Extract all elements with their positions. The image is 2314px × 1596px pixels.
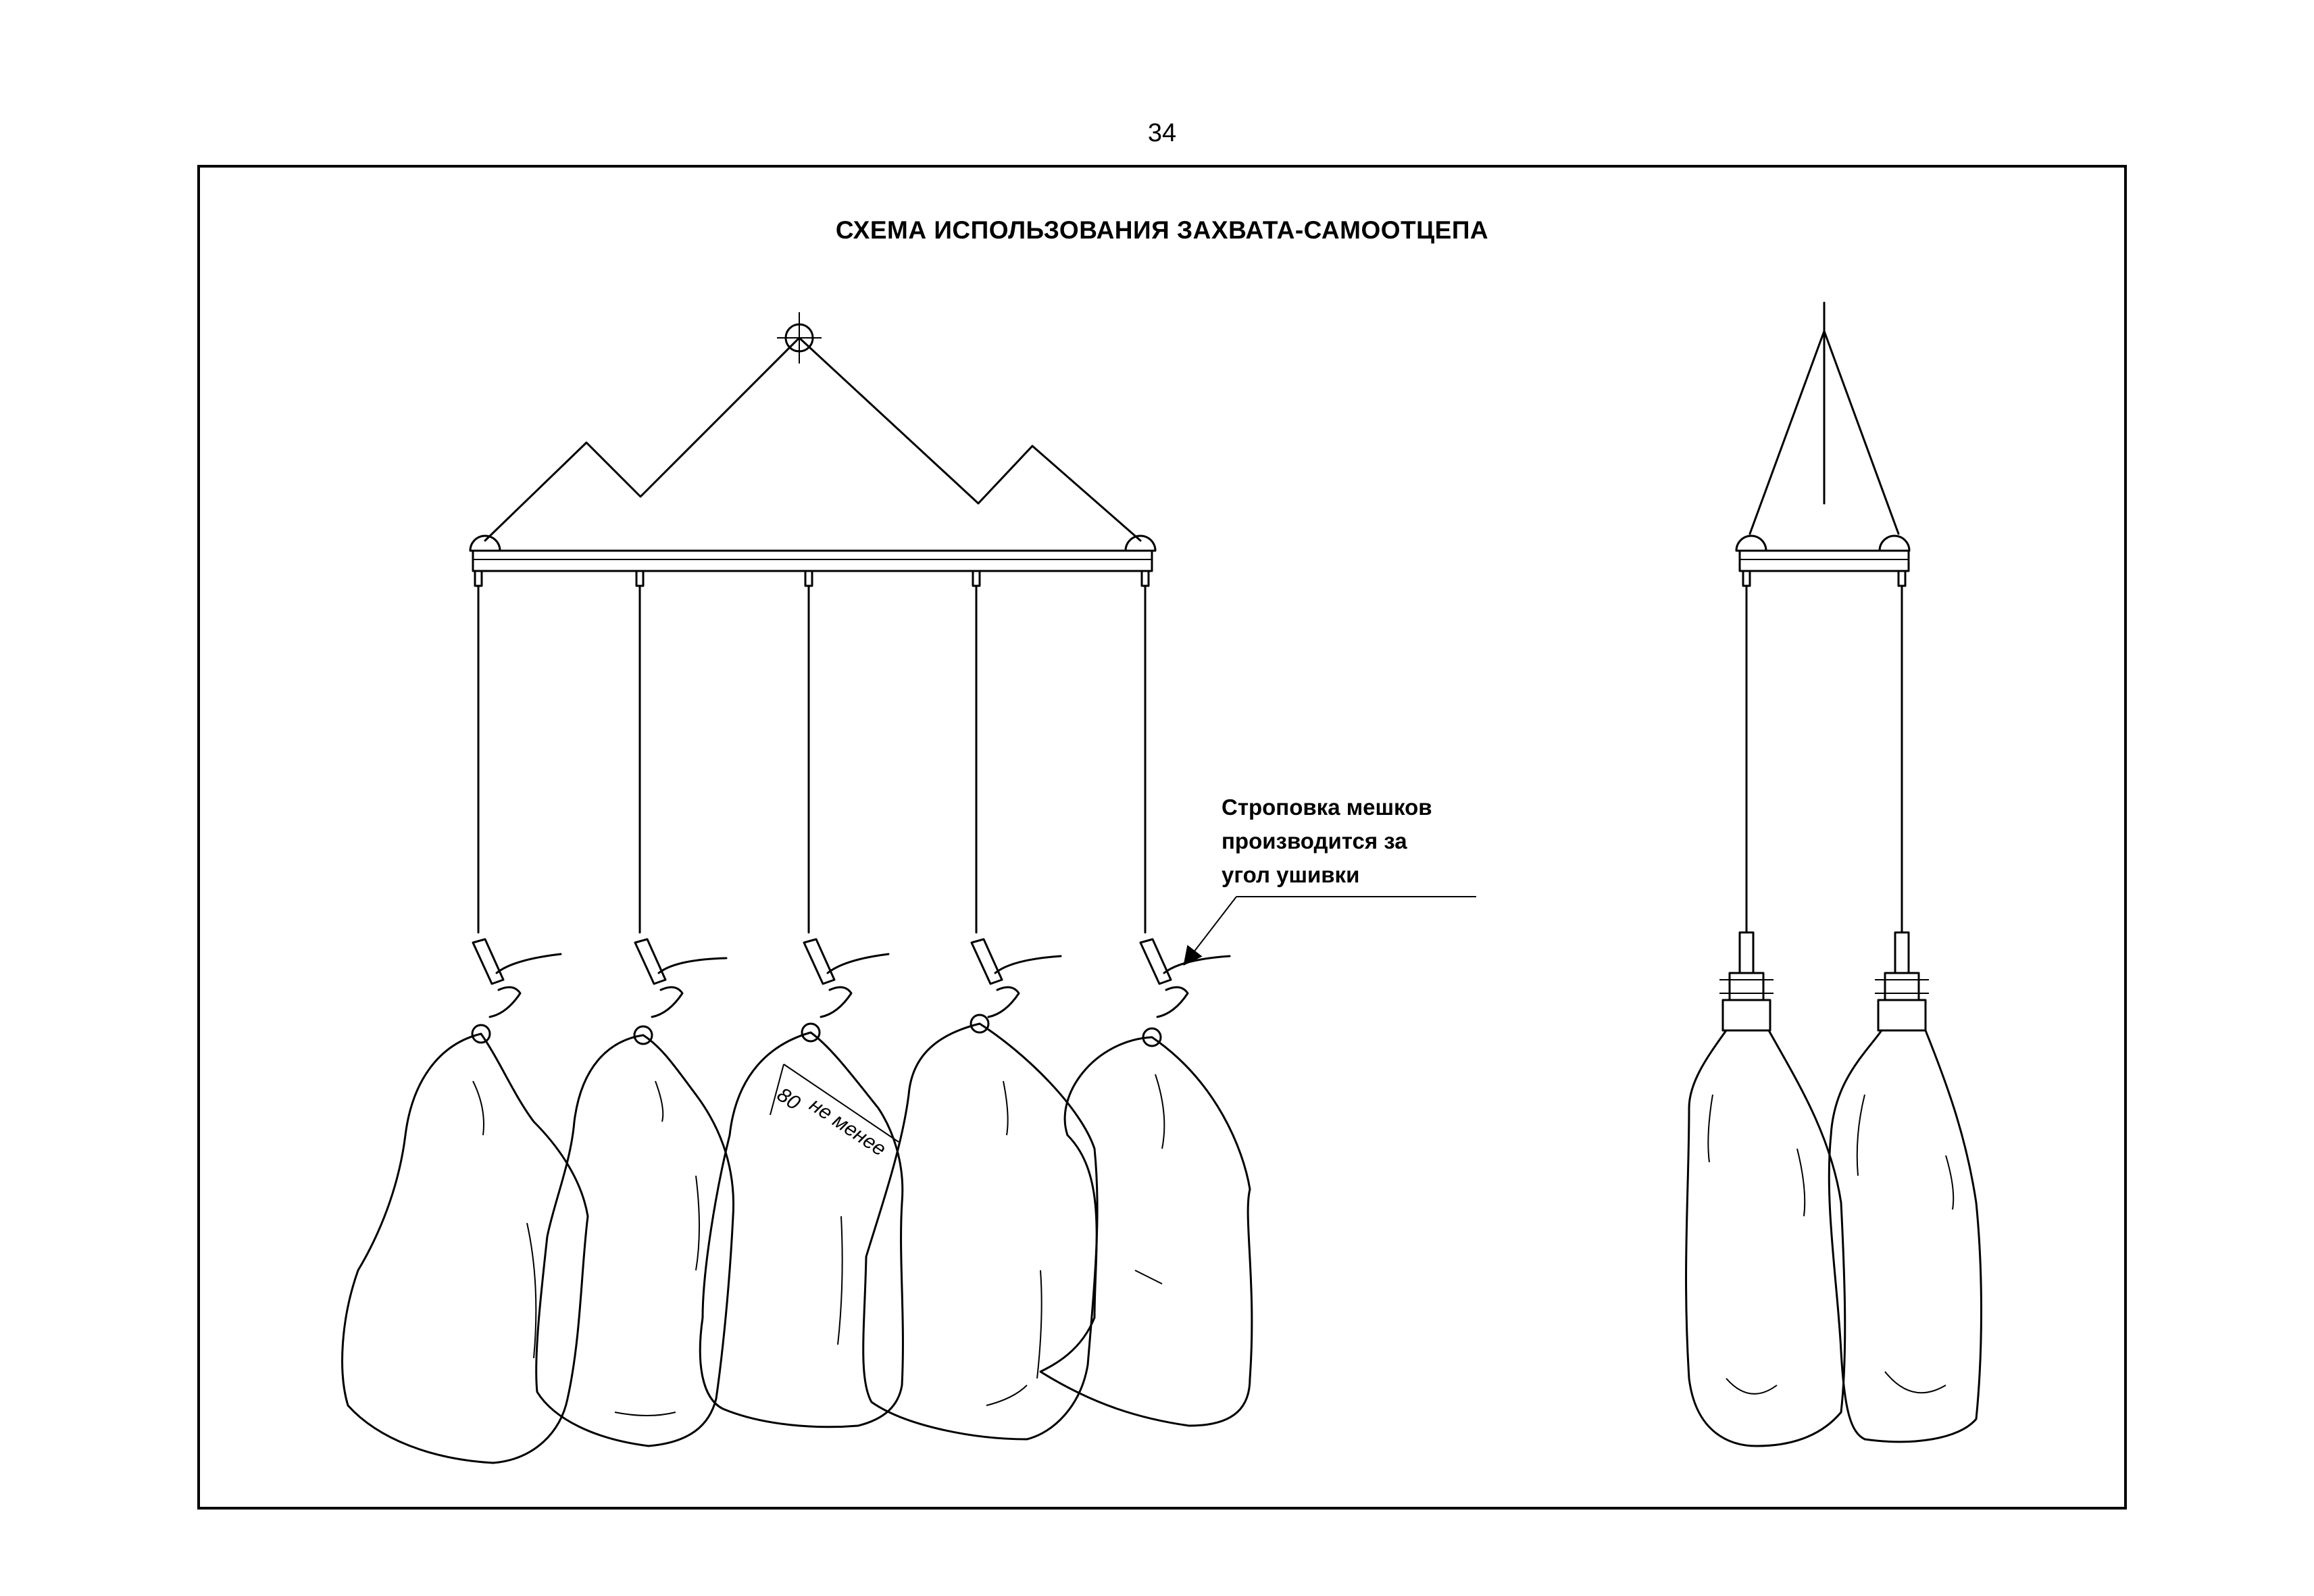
page-number: 34	[1147, 119, 1177, 147]
lifting-beam	[469, 534, 1157, 587]
side-sling	[1749, 330, 1900, 535]
drawing-frame	[197, 165, 2127, 1510]
callout-line-2: производится за	[1222, 828, 1407, 853]
zigzag-sling	[484, 336, 1142, 542]
front-view: 80 не менее	[341, 312, 1476, 1464]
dimension-mark: 80 не менее	[770, 1064, 899, 1161]
side-grip-right	[1875, 931, 1929, 1032]
slinging-callout: Строповка мешков производится за угол уш…	[1222, 791, 1546, 892]
bag-5	[1039, 1036, 1253, 1427]
bag-fold-lines	[472, 1074, 1165, 1416]
self-release-grip-2	[633, 938, 728, 1045]
self-release-grip-3	[801, 938, 890, 1043]
self-release-grip-4	[970, 938, 1062, 1034]
self-release-grip-1	[471, 938, 562, 1044]
callout-line-3: угол ушивки	[1222, 862, 1360, 887]
bag-3	[699, 1031, 904, 1428]
self-release-grip-5	[1139, 938, 1231, 1047]
hanger-ropes	[477, 584, 1147, 934]
callout-line-1: Строповка мешков	[1222, 795, 1432, 820]
side-bag-fold-lines	[1707, 1094, 1955, 1395]
side-bag-right	[1828, 1029, 1982, 1443]
side-lifting-beam	[1735, 534, 1911, 587]
diagram-title: СХЕМА ИСПОЛЬЗОВАНИЯ ЗАХВАТА-САМООТЦЕПА	[835, 216, 1489, 244]
callout-leader	[1183, 896, 1476, 966]
side-grip-left	[1719, 931, 1774, 1032]
side-bag-left	[1685, 1029, 1846, 1447]
bag-2	[535, 1034, 735, 1447]
bag-1	[341, 1032, 589, 1464]
bag-4	[862, 1022, 1099, 1441]
side-view	[1685, 301, 1982, 1447]
